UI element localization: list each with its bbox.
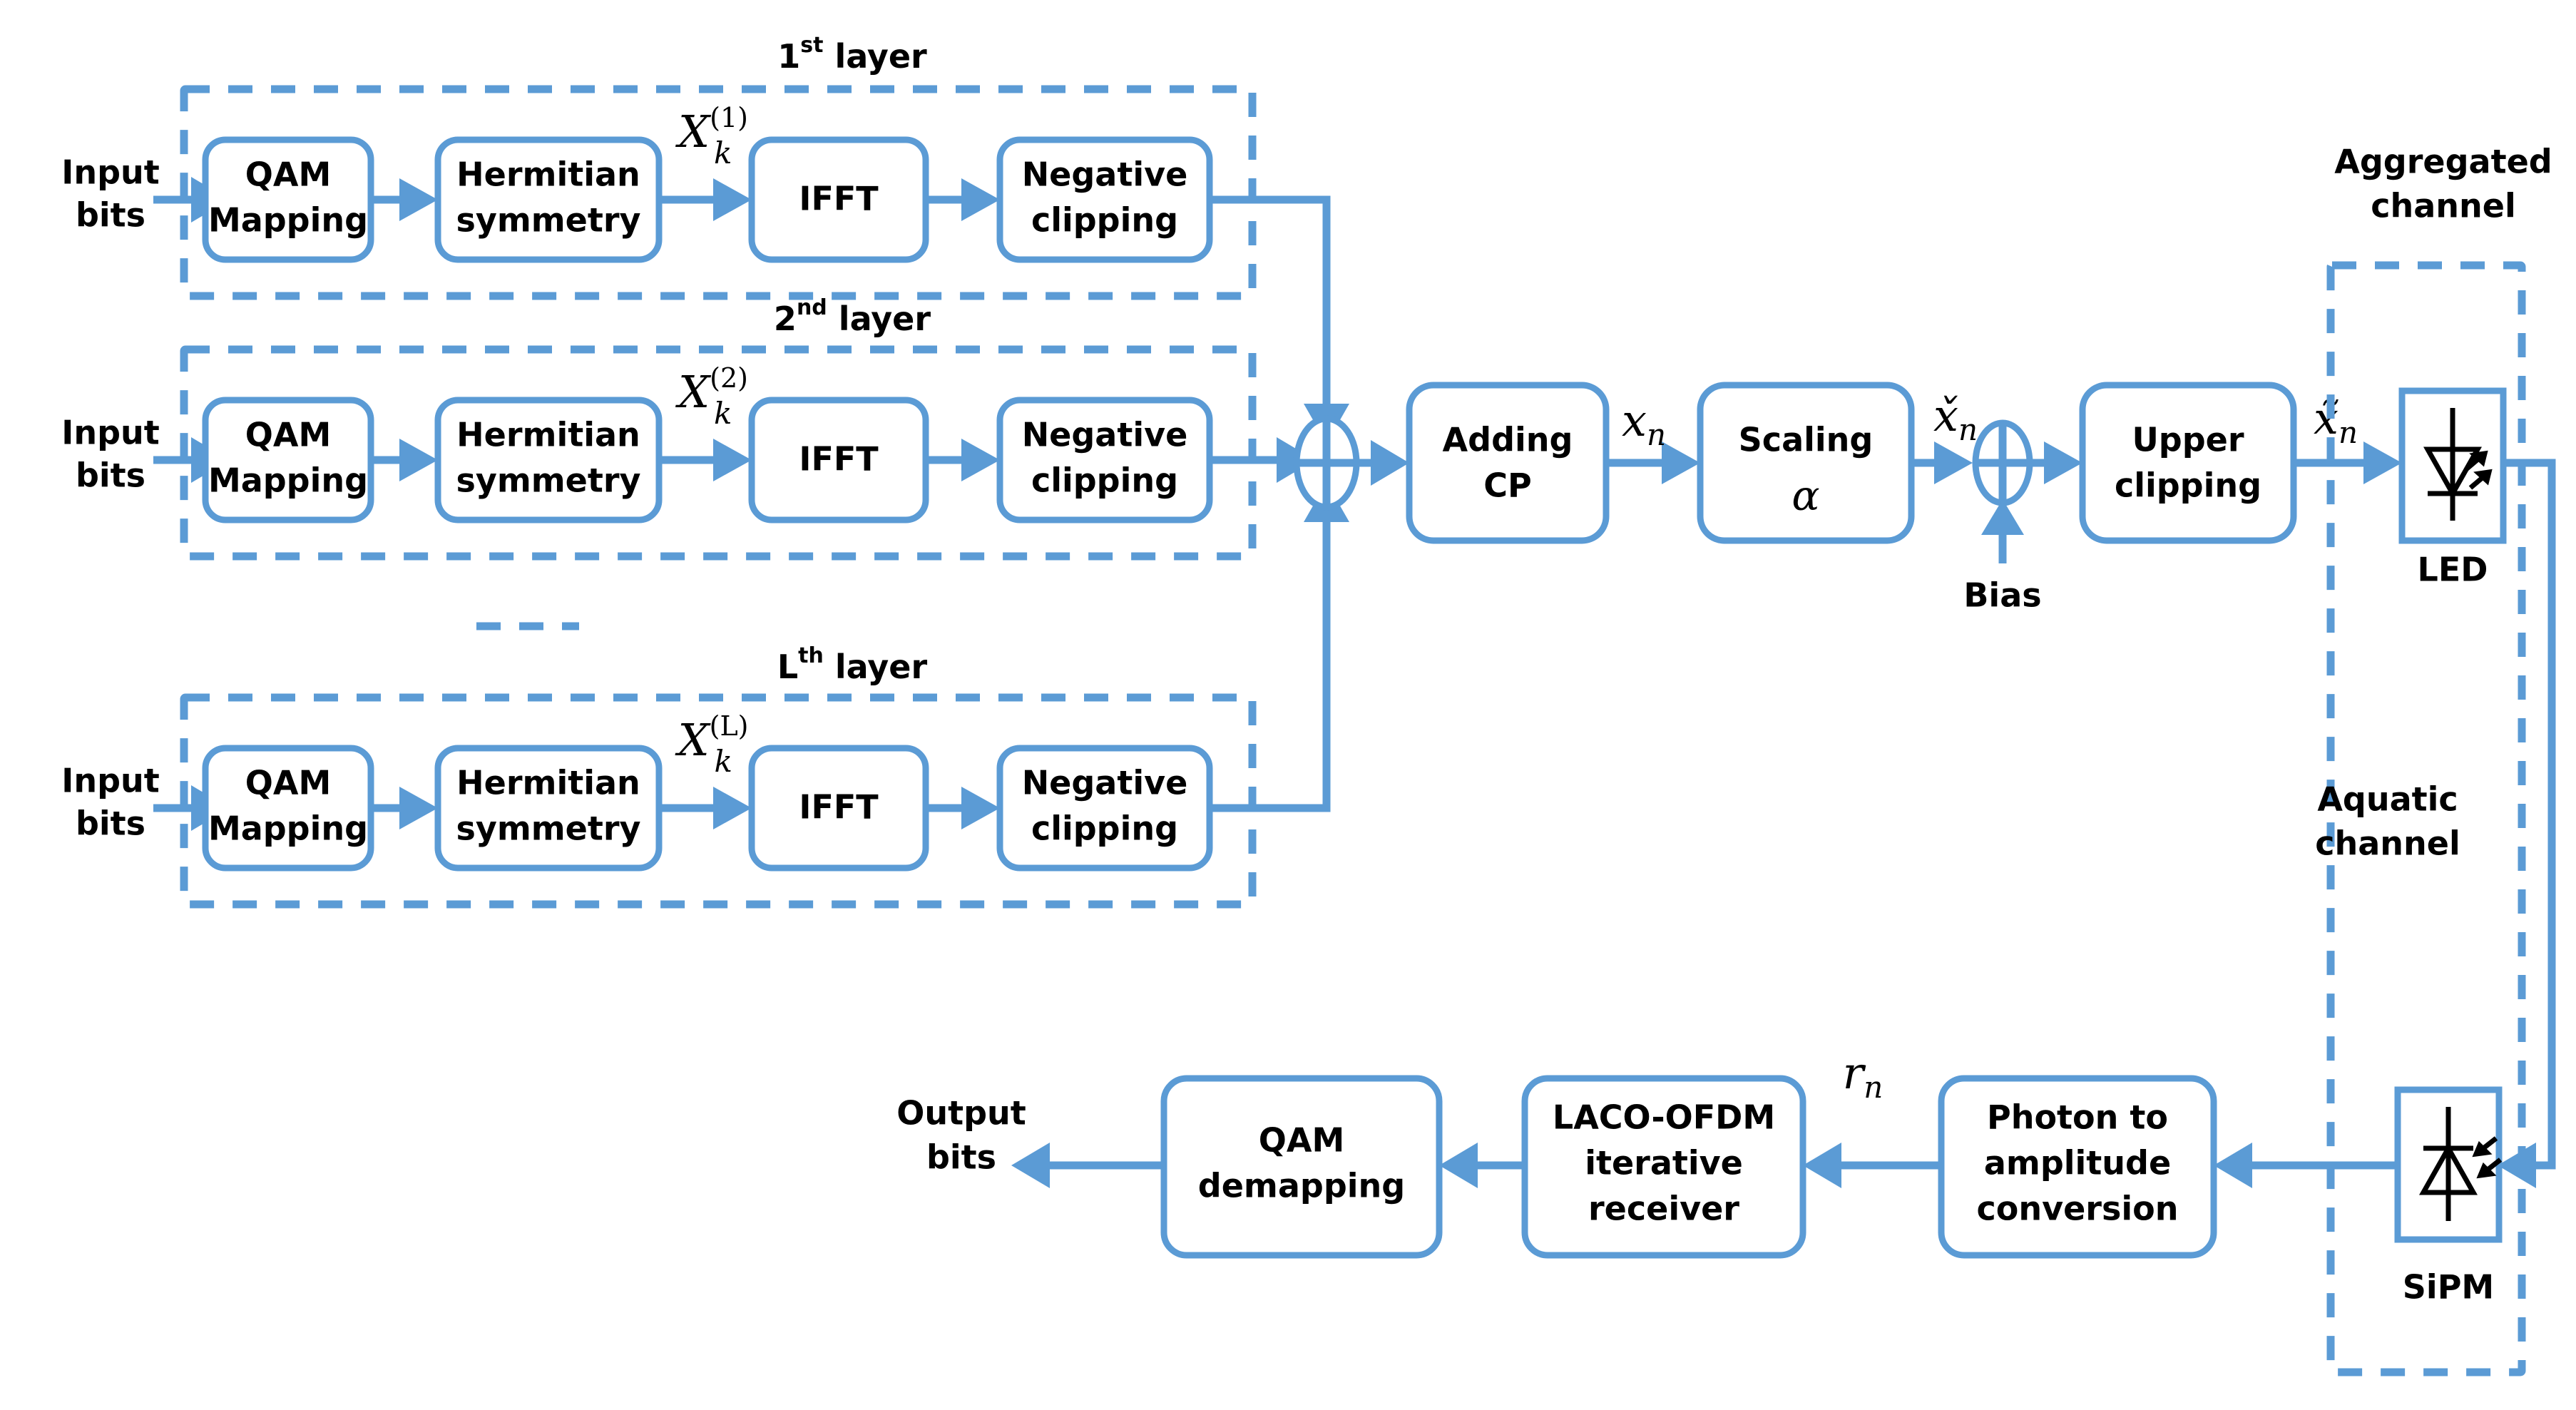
- block-label: amplitude: [1984, 1144, 2171, 1182]
- block-label: clipping: [1031, 461, 1178, 500]
- arrowhead-upperclip-to-led: [2363, 441, 2402, 484]
- block-label: symmetry: [456, 201, 640, 240]
- arrowhead-Lb: [713, 787, 752, 829]
- layer-2-dashed-boundary: [180, 345, 1257, 561]
- block-label: CP: [1483, 466, 1531, 505]
- arrowhead-bias-to-upperclip: [2044, 441, 2082, 484]
- arrowhead-photon-to-laco: [1803, 1143, 1841, 1188]
- arrowhead-La: [399, 787, 438, 829]
- arrowhead-sum-to-cp: [1371, 440, 1409, 486]
- block-label: Hermitian: [456, 764, 640, 802]
- arrowhead-sipm-to-photon: [2214, 1143, 2252, 1188]
- signal-label-xcheck-n: x̌n: [1933, 389, 1978, 447]
- block-label: Photon to: [1987, 1098, 2168, 1137]
- bias-label: Bias: [1963, 576, 2041, 615]
- signal-label-xn: xn: [1622, 394, 1666, 452]
- signal-label-xk1: X(1)k: [675, 102, 748, 171]
- input-bits-label-layer-2-line2: bits: [76, 456, 145, 495]
- input-bits-label-layer-2: Input: [61, 414, 160, 452]
- sipm-label: SiPM: [2403, 1268, 2494, 1307]
- channel-dashed-boundary: [2326, 261, 2526, 1376]
- wire-layer1-to-sum: [1210, 195, 1331, 410]
- wire-layerL-to-sum: [1210, 516, 1331, 812]
- arrowhead-scaling-to-bias: [1934, 441, 1973, 484]
- input-bits-label-layer-1: Input: [61, 153, 160, 192]
- block-label: Adding: [1443, 421, 1573, 459]
- block-label: clipping: [2115, 466, 2261, 505]
- scaling-alpha-symbol: α: [1792, 471, 1819, 520]
- layer-1-label: 1st layer: [777, 33, 927, 76]
- arrowhead-2c: [961, 439, 1000, 481]
- block-label: IFFT: [799, 440, 879, 479]
- arrowhead-1a: [399, 178, 438, 221]
- arrowhead-led-to-sipm: [2498, 1143, 2536, 1188]
- photodiode-icon: [2419, 1107, 2503, 1221]
- block-label: QAM: [1259, 1121, 1344, 1160]
- arrowhead-Lc: [961, 787, 1000, 829]
- arrowhead-cp-to-scaling: [1662, 441, 1700, 484]
- block-label: conversion: [1977, 1190, 2179, 1228]
- signal-label-xtilde-n: x̃n: [2314, 392, 2358, 450]
- block-label: Hermitian: [456, 416, 640, 454]
- block-label: demapping: [1198, 1167, 1405, 1205]
- block-label: clipping: [1031, 809, 1178, 848]
- block-label: Negative: [1022, 416, 1188, 454]
- block-label: QAM: [245, 764, 331, 802]
- led-diode-icon: [2423, 408, 2493, 521]
- arrowhead-2b: [713, 439, 752, 481]
- layer-L-dashed-boundary: [180, 693, 1257, 909]
- block-label: Mapping: [208, 461, 368, 500]
- block-label: QAM: [245, 155, 331, 194]
- block-label: Negative: [1022, 764, 1188, 802]
- input-bits-label-layer-L-line2: bits: [76, 804, 145, 843]
- signal-label-xk2: X(2)k: [675, 362, 748, 431]
- block-label: symmetry: [456, 809, 640, 848]
- signal-label-rn: rn: [1843, 1047, 1884, 1105]
- input-bits-label-layer-L: Input: [61, 762, 160, 800]
- block-label: symmetry: [456, 461, 640, 500]
- aquatic-channel-label-line1: Aquatic: [2317, 780, 2458, 819]
- signal-label-xkL: X(L)k: [675, 710, 748, 780]
- arrowhead-bias-in: [1981, 499, 2024, 535]
- block-label: IFFT: [799, 788, 879, 827]
- layer-L-label: Lth layer: [777, 643, 928, 686]
- block-label: Upper: [2132, 421, 2244, 459]
- wire-led-to-sipm: [2503, 459, 2556, 1170]
- arrowhead-1b: [713, 178, 752, 221]
- block-label: Mapping: [208, 201, 368, 240]
- block-label: Hermitian: [456, 155, 640, 194]
- output-bits-label-line2: bits: [926, 1138, 996, 1177]
- input-bits-label-layer-1-line2: bits: [76, 196, 145, 235]
- output-bits-label-line1: Output: [896, 1094, 1026, 1133]
- block-label: Scaling: [1739, 421, 1874, 459]
- aquatic-channel-label-line2: channel: [2315, 824, 2460, 863]
- block-label: iterative: [1585, 1144, 1743, 1182]
- block-adding-cp[interactable]: [1406, 382, 1610, 544]
- layer-1-dashed-boundary: [180, 85, 1257, 300]
- block-label: receiver: [1588, 1190, 1739, 1228]
- block-label: IFFT: [799, 180, 879, 218]
- arrowhead-laco-to-demap: [1439, 1143, 1478, 1188]
- block-label: QAM: [245, 416, 331, 454]
- arrowhead-demap-to-output: [1011, 1143, 1050, 1188]
- block-label: LACO-OFDM: [1553, 1098, 1775, 1137]
- aggregated-channel-label-line1: Aggregated: [2334, 143, 2552, 181]
- led-label: LED: [2418, 551, 2488, 589]
- block-label: Mapping: [208, 809, 368, 848]
- block-upper-clipping[interactable]: [2079, 382, 2297, 544]
- block-label: Negative: [1022, 155, 1188, 194]
- block-label: clipping: [1031, 201, 1178, 240]
- arrowhead-2a: [399, 439, 438, 481]
- arrowhead-1c: [961, 178, 1000, 221]
- layer-2-label: 2nd layer: [774, 295, 931, 338]
- aggregated-channel-label-line2: channel: [2371, 187, 2516, 225]
